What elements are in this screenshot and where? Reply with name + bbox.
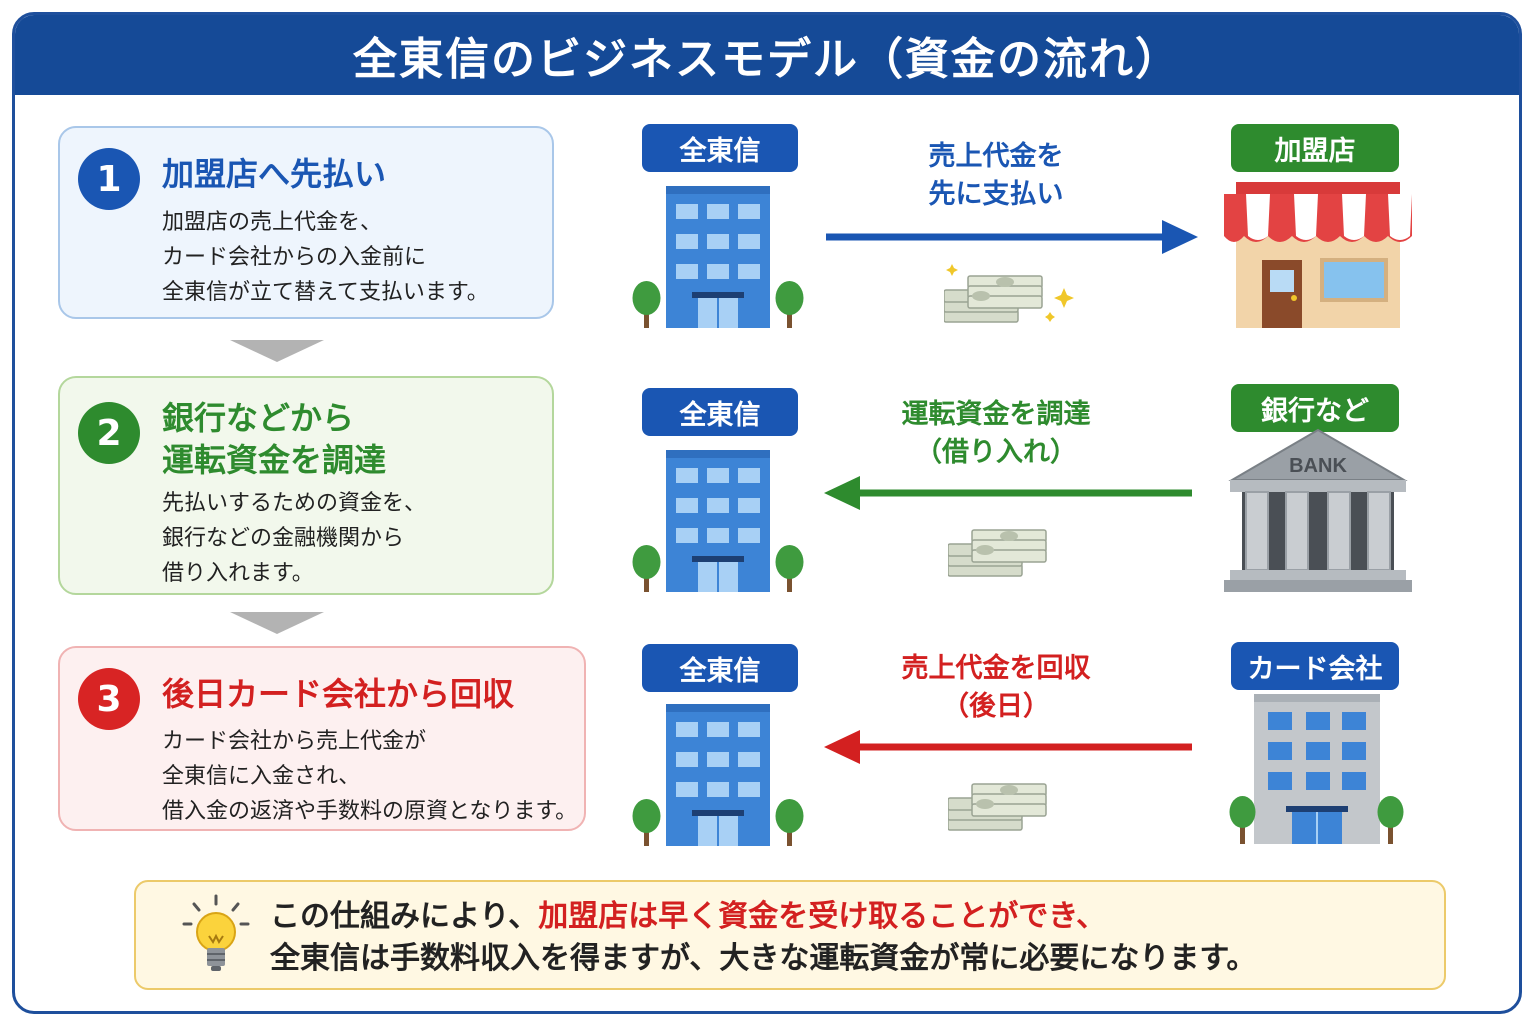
page-title: 全東信のビジネスモデル（資金の流れ） (15, 15, 1519, 95)
step-2-body-line: 借り入れます。 (162, 561, 314, 586)
store-icon (1224, 182, 1412, 328)
bank-icon: BANK (1224, 428, 1412, 592)
down-chevron-icon (230, 340, 324, 362)
flow-3-text-line: （後日） (942, 691, 1050, 722)
step-1-body-line: 全東信が立て替えて支払います。 (162, 280, 489, 305)
step-2-card: 2 銀行などから 運転資金を調達 先払いするための資金を、 銀行などの金融機関か… (58, 376, 554, 595)
office-building-icon (632, 450, 805, 593)
step-3-body-line: 全東信に入金され、 (162, 764, 361, 789)
gray-building-icon (1229, 694, 1404, 844)
down-chevron-icon (230, 612, 324, 634)
step-2-title: 銀行などから 運転資金を調達 (162, 398, 386, 481)
lightbulb-icon (182, 894, 250, 971)
arrow-left-icon (824, 730, 1192, 764)
flow-1-text-line: 売上代金を (928, 141, 1064, 172)
note-highlight: 加盟店は早く資金を受け取ることができ、 (538, 899, 1107, 934)
note-line-1: この仕組みにより、加盟店は早く資金を受け取ることができ、 (270, 896, 1256, 938)
flow-3-text-line: 売上代金を回収 (901, 653, 1091, 684)
step-3-card: 3 後日カード会社から回収 カード会社から売上代金が 全東信に入金され、 借入金… (58, 646, 586, 831)
step-3-body: カード会社から売上代金が 全東信に入金され、 借入金の返済や手数料の原資となりま… (162, 724, 577, 829)
step-3-body-line: 借入金の返済や手数料の原資となります。 (162, 799, 578, 824)
step-3-body-line: カード会社から売上代金が (162, 729, 427, 754)
flow-2-left-label: 全東信 (642, 388, 798, 436)
bank-sign-text: BANK (1289, 455, 1347, 477)
step-1-card: 1 加盟店へ先払い 加盟店の売上代金を、 カード会社からの入金前に 全東信が立て… (58, 126, 554, 319)
flow-2-text: 運転資金を調達 （借り入れ） (846, 396, 1146, 472)
office-building-icon (632, 704, 805, 847)
flow-1-text: 売上代金を 先に支払い (846, 138, 1146, 214)
step-2-body-line: 銀行などの金融機関から (162, 526, 405, 551)
cash-stack-icon (944, 264, 1074, 323)
flow-1-right-label: 加盟店 (1231, 124, 1399, 172)
note-line-2: 全東信は手数料収入を得ますが、大きな運転資金が常に必要になります。 (270, 941, 1257, 976)
flow-2-right-label: 銀行など (1231, 384, 1399, 432)
flow-1-left-label: 全東信 (642, 124, 798, 172)
step-1-title: 加盟店へ先払い (162, 154, 386, 196)
step-2-title-line: 銀行などから (162, 399, 355, 437)
arrow-right-icon (826, 220, 1198, 254)
step-1-body-line: カード会社からの入金前に (162, 245, 427, 270)
step-1-number-badge: 1 (78, 148, 140, 210)
summary-note: この仕組みにより、加盟店は早く資金を受け取ることができ、 全東信は手数料収入を得… (134, 880, 1446, 990)
step-2-title-line: 運転資金を調達 (162, 440, 387, 479)
step-3-title-line: 後日カード会社から回収 (162, 675, 515, 713)
step-1-title-line: 加盟店へ先払い (162, 155, 387, 193)
step-1-body-line: 加盟店の売上代金を、 (162, 210, 383, 235)
step-2-number-badge: 2 (78, 402, 140, 464)
note-prefix: この仕組みにより、 (270, 899, 539, 934)
step-2-body: 先払いするための資金を、 銀行などの金融機関から 借り入れます。 (162, 486, 426, 591)
step-3-number-badge: 3 (78, 668, 140, 730)
cash-stack-icon (948, 783, 1047, 831)
step-3-title: 後日カード会社から回収 (162, 674, 514, 716)
flow-2-text-line: （借り入れ） (915, 437, 1077, 468)
cash-stack-icon (948, 529, 1047, 577)
note-text: この仕組みにより、加盟店は早く資金を受け取ることができ、 全東信は手数料収入を得… (270, 896, 1256, 980)
step-1-body: 加盟店の売上代金を、 カード会社からの入金前に 全東信が立て替えて支払います。 (162, 205, 489, 310)
flow-3-left-label: 全東信 (642, 644, 798, 692)
arrow-left-icon (824, 476, 1192, 510)
step-2-body-line: 先払いするための資金を、 (162, 491, 427, 516)
flow-3-right-label: カード会社 (1231, 642, 1399, 690)
flow-2-text-line: 運転資金を調達 (901, 399, 1091, 430)
flow-1-text-line: 先に支払い (928, 179, 1064, 210)
office-building-icon (632, 186, 805, 329)
flow-3-text: 売上代金を回収 （後日） (846, 650, 1146, 726)
